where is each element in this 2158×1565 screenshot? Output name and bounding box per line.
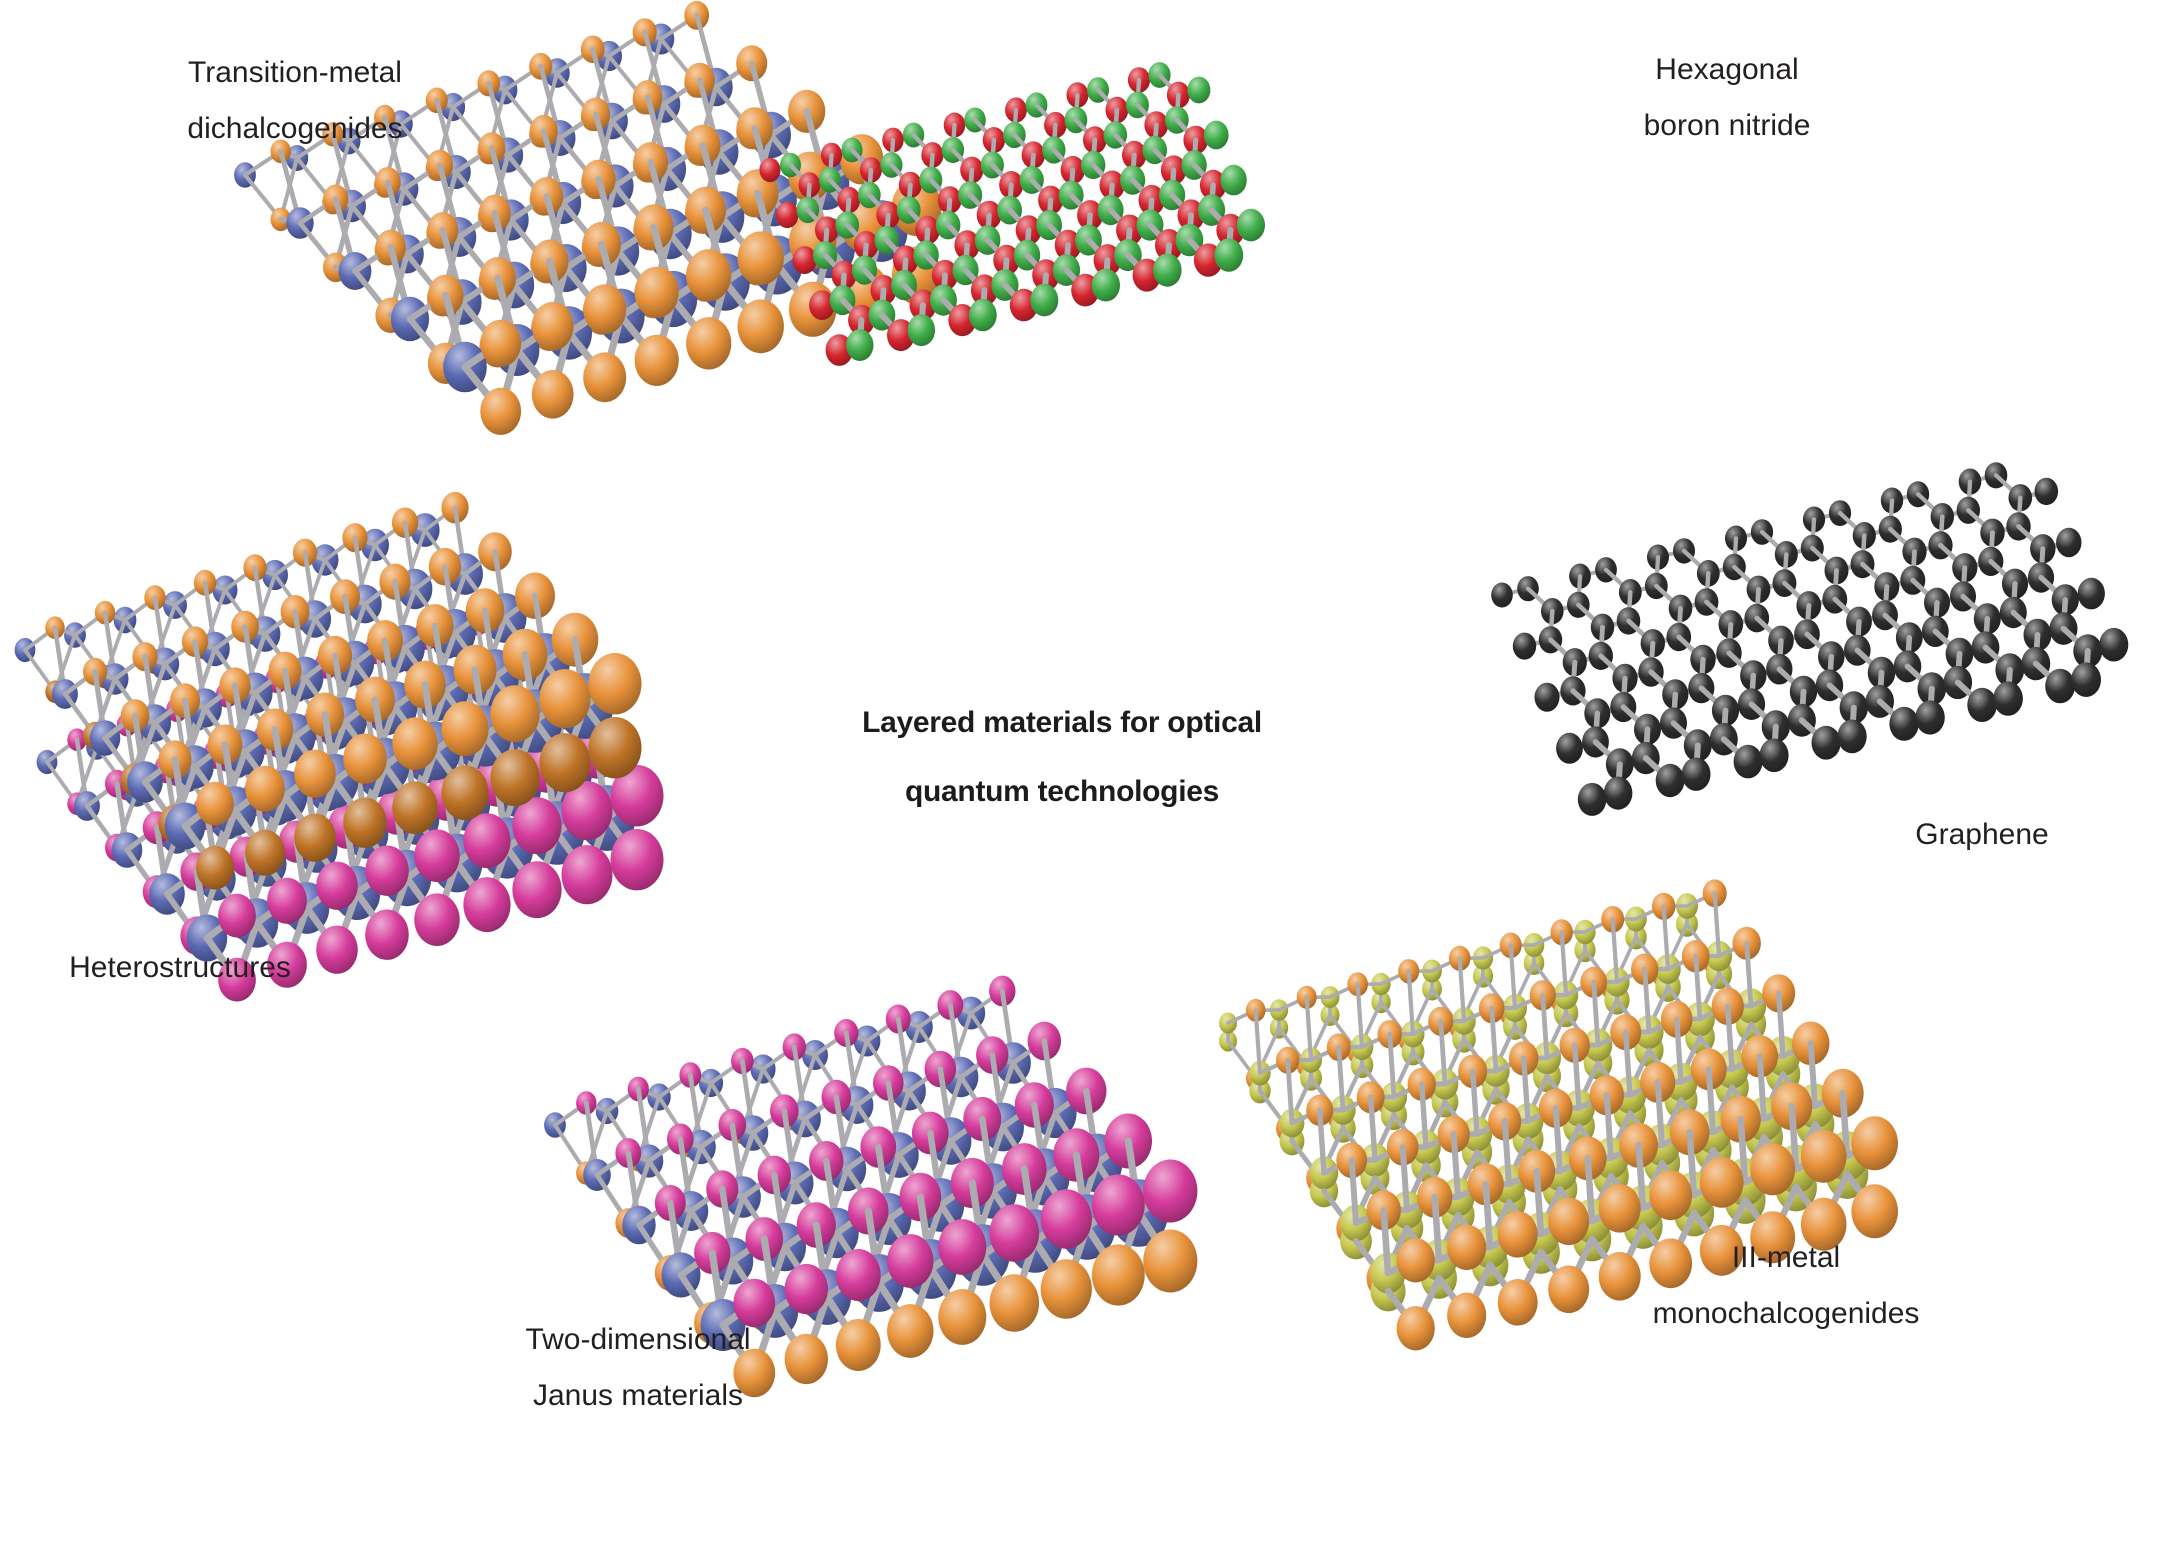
label-line: III-metal [1731,1241,1841,1274]
graphene-structure [1491,462,2129,816]
label-line: Janus materials [532,1379,744,1412]
label-line: monochalcogenides [1652,1297,1920,1330]
label-line: dichalcogenides [187,112,403,145]
heterostructures-label: Heterostructures [69,940,291,996]
hbn-label: Hexagonal boron nitride [1644,42,1811,154]
label-line: Graphene [1915,818,2049,851]
heterostructure-structure [14,491,664,1002]
title-line: Layered materials for optical [862,706,1262,739]
label-line: Two-dimensional [525,1323,751,1356]
title-line: quantum technologies [904,775,1220,808]
transition-metal-dichalcogenide-structure [234,0,942,435]
hexagonal-boron-nitride-structure [759,62,1265,366]
graphene-label: Graphene [1915,807,2048,863]
janus-label: Two-dimensional Janus materials [525,1312,750,1424]
janus-material-structure [544,975,1198,1398]
iii-metal-label: III-metal monochalcogenides [1653,1230,1920,1342]
figure-title: Layered materials for optical quantum te… [862,688,1262,826]
tmd-label: Transition-metal dichalcogenides [187,45,402,157]
iii-metal-monochalcogenide-structure [1219,879,1898,1351]
label-line: Heterostructures [69,951,291,984]
label-line: Transition-metal [188,56,402,89]
label-line: Hexagonal [1655,53,1799,86]
label-line: boron nitride [1643,109,1811,142]
